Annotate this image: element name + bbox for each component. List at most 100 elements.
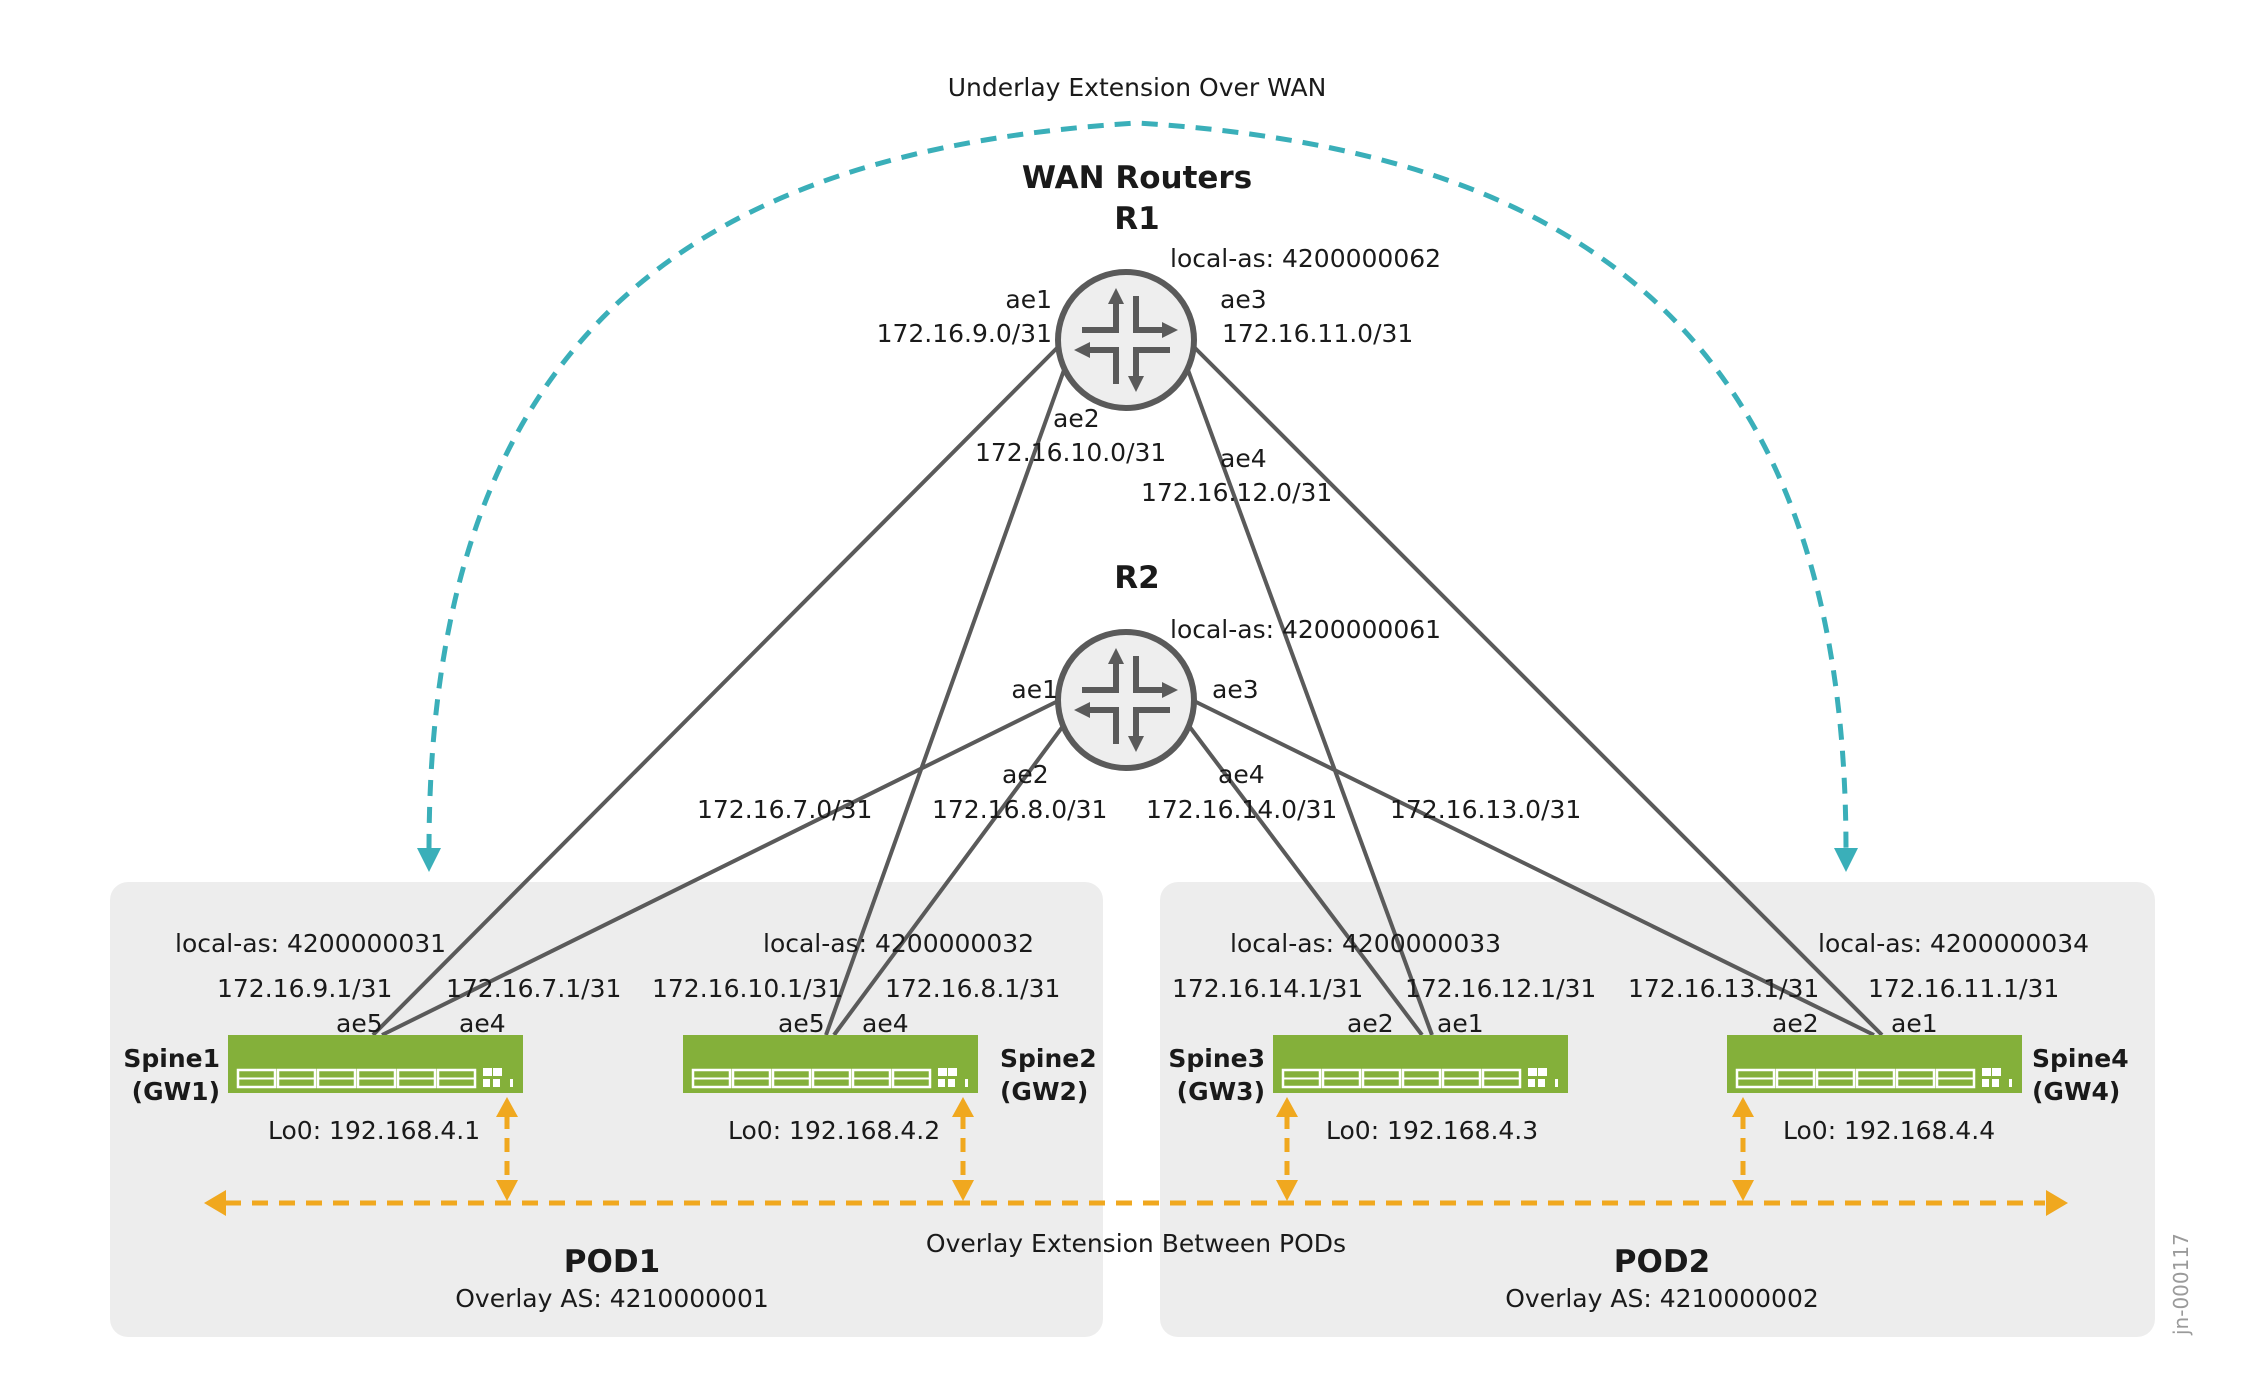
spine4-if-b: ae1 [1891, 1009, 1938, 1038]
link-r2-ae3-spine4 [1191, 698, 1875, 1037]
switch-led-icon [1982, 1079, 1989, 1087]
overlay-arrowhead-right [2046, 1190, 2068, 1216]
r1-local-as: local-as: 4200000062 [1170, 244, 1441, 273]
spine2-if-b: ae4 [862, 1009, 909, 1038]
spine4-gw: (GW4) [2032, 1077, 2120, 1106]
link-r1-ae3-spine4 [1190, 343, 1884, 1037]
switch-chassis [683, 1035, 978, 1093]
r2-ae1-label: ae1 [1011, 675, 1058, 704]
overlay-extension-label: Overlay Extension Between PODs [926, 1229, 1346, 1258]
switch-spine1[interactable] [228, 1035, 523, 1093]
switch-led-icon [965, 1079, 968, 1087]
pod2-box [1160, 882, 2155, 1337]
spine4-name: Spine4 [2032, 1044, 2129, 1073]
r2-ae4-label: ae4 [1218, 760, 1265, 789]
router-icon [1082, 656, 1170, 744]
link-r1-ae4-spine3 [1186, 369, 1434, 1036]
underlay-title: Underlay Extension Over WAN [948, 73, 1327, 102]
r2-label: R2 [1114, 560, 1159, 596]
spine1-gw: (GW1) [132, 1077, 220, 1106]
spine2-local-as: local-as: 4200000032 [763, 929, 1034, 958]
switch-led-icon [1555, 1079, 1558, 1087]
pod1-name: POD1 [564, 1244, 660, 1280]
spine2-labels: local-as: 4200000032 172.16.10.1/31 172.… [652, 929, 1097, 1145]
switch-led-icon [938, 1079, 945, 1087]
switch-led-icon [493, 1068, 502, 1076]
switch-led-icon [493, 1079, 500, 1087]
switch-led-icon [948, 1068, 957, 1076]
spine3-gw: (GW3) [1177, 1077, 1265, 1106]
r2-ae3-label: ae3 [1212, 675, 1259, 704]
switch-led-icon [1538, 1068, 1547, 1076]
spine2-if-a: ae5 [778, 1009, 825, 1038]
switch-led-icon [510, 1079, 513, 1087]
r2-ae4-subnet: 172.16.14.0/31 [1146, 795, 1337, 824]
spine4-lo0: Lo0: 192.168.4.4 [1783, 1116, 1995, 1145]
overlay-arrowhead-up [496, 1097, 518, 1117]
spine2-ip-b: 172.16.8.1/31 [885, 974, 1060, 1003]
overlay-arrowhead-down [952, 1180, 974, 1201]
switch-chassis [1273, 1035, 1568, 1093]
r1-label: R1 [1114, 201, 1159, 237]
r1-ae4-label: ae4 [1220, 444, 1267, 473]
switch-led-icon [483, 1079, 490, 1087]
spine3-if-b: ae1 [1437, 1009, 1484, 1038]
spine1-ip-b: 172.16.7.1/31 [446, 974, 621, 1003]
switch-led-icon [1528, 1079, 1535, 1087]
switch-led-icon [1982, 1068, 1991, 1076]
r2-ae2-subnet: 172.16.8.0/31 [932, 795, 1107, 824]
spine3-lo0: Lo0: 192.168.4.3 [1326, 1116, 1538, 1145]
overlay-arrowhead-down [1276, 1180, 1298, 1201]
r1-ae1-label: ae1 [1005, 285, 1052, 314]
spine1-lo0: Lo0: 192.168.4.1 [268, 1116, 480, 1145]
underlay-arrowhead-left [417, 848, 441, 872]
pod2-overlay-as: Overlay AS: 4210000002 [1505, 1284, 1819, 1313]
switch-spine2[interactable] [683, 1035, 978, 1093]
spine3-name: Spine3 [1168, 1044, 1265, 1073]
r1-ae3-label: ae3 [1220, 285, 1267, 314]
overlay-arrowhead-left [204, 1190, 226, 1216]
router-r1[interactable] [1055, 269, 1197, 411]
spine2-lo0: Lo0: 192.168.4.2 [728, 1116, 940, 1145]
link-r2-ae2-spine2 [832, 720, 1068, 1037]
switch-spine3[interactable] [1273, 1035, 1568, 1093]
pod1-overlay-as: Overlay AS: 4210000001 [455, 1284, 769, 1313]
router-r2[interactable] [1055, 629, 1197, 771]
spine2-name: Spine2 [1000, 1044, 1097, 1073]
r1-ae2-label: ae2 [1053, 404, 1100, 433]
spine3-ip-b: 172.16.12.1/31 [1405, 974, 1596, 1003]
r2-ae1-subnet: 172.16.7.0/31 [697, 795, 872, 824]
r1-ae2-subnet: 172.16.10.0/31 [975, 438, 1166, 467]
spine4-ip-b: 172.16.11.1/31 [1868, 974, 2059, 1003]
spine1-ip-a: 172.16.9.1/31 [217, 974, 392, 1003]
spine1-local-as: local-as: 4200000031 [175, 929, 446, 958]
switch-chassis [1727, 1035, 2022, 1093]
switch-led-icon [938, 1068, 947, 1076]
spine1-if-a: ae5 [336, 1009, 383, 1038]
wan-heading: WAN Routers [1022, 160, 1252, 196]
pod1-box [110, 882, 1103, 1337]
overlay-arrowhead-up [952, 1097, 974, 1117]
switch-led-icon [1992, 1079, 1999, 1087]
spine1-labels: local-as: 4200000031 172.16.9.1/31 172.1… [123, 929, 621, 1145]
spine2-ip-a: 172.16.10.1/31 [652, 974, 843, 1003]
pod2-name: POD2 [1614, 1244, 1710, 1280]
switch-led-icon [1528, 1068, 1537, 1076]
switch-led-icon [2009, 1079, 2012, 1087]
overlay-arrowhead-up [1732, 1097, 1754, 1117]
switch-spine4[interactable] [1727, 1035, 2022, 1093]
spine3-labels: local-as: 4200000033 172.16.14.1/31 172.… [1168, 929, 1596, 1145]
r1-ae3-subnet: 172.16.11.0/31 [1222, 319, 1413, 348]
overlay-arrowhead-up [1276, 1097, 1298, 1117]
overlay-arrowhead-down [496, 1180, 518, 1201]
r2-local-as: local-as: 4200000061 [1170, 615, 1441, 644]
link-r1-ae1-spine1 [371, 343, 1062, 1037]
link-r2-ae4-spine3 [1184, 720, 1424, 1037]
spine2-gw: (GW2) [1000, 1077, 1088, 1106]
spine3-ip-a: 172.16.14.1/31 [1172, 974, 1363, 1003]
r2-ae2-label: ae2 [1002, 760, 1049, 789]
overlay-arrowhead-down [1732, 1180, 1754, 1201]
spine4-labels: local-as: 4200000034 172.16.13.1/31 172.… [1628, 929, 2129, 1145]
r1-ae1-subnet: 172.16.9.0/31 [877, 319, 1052, 348]
